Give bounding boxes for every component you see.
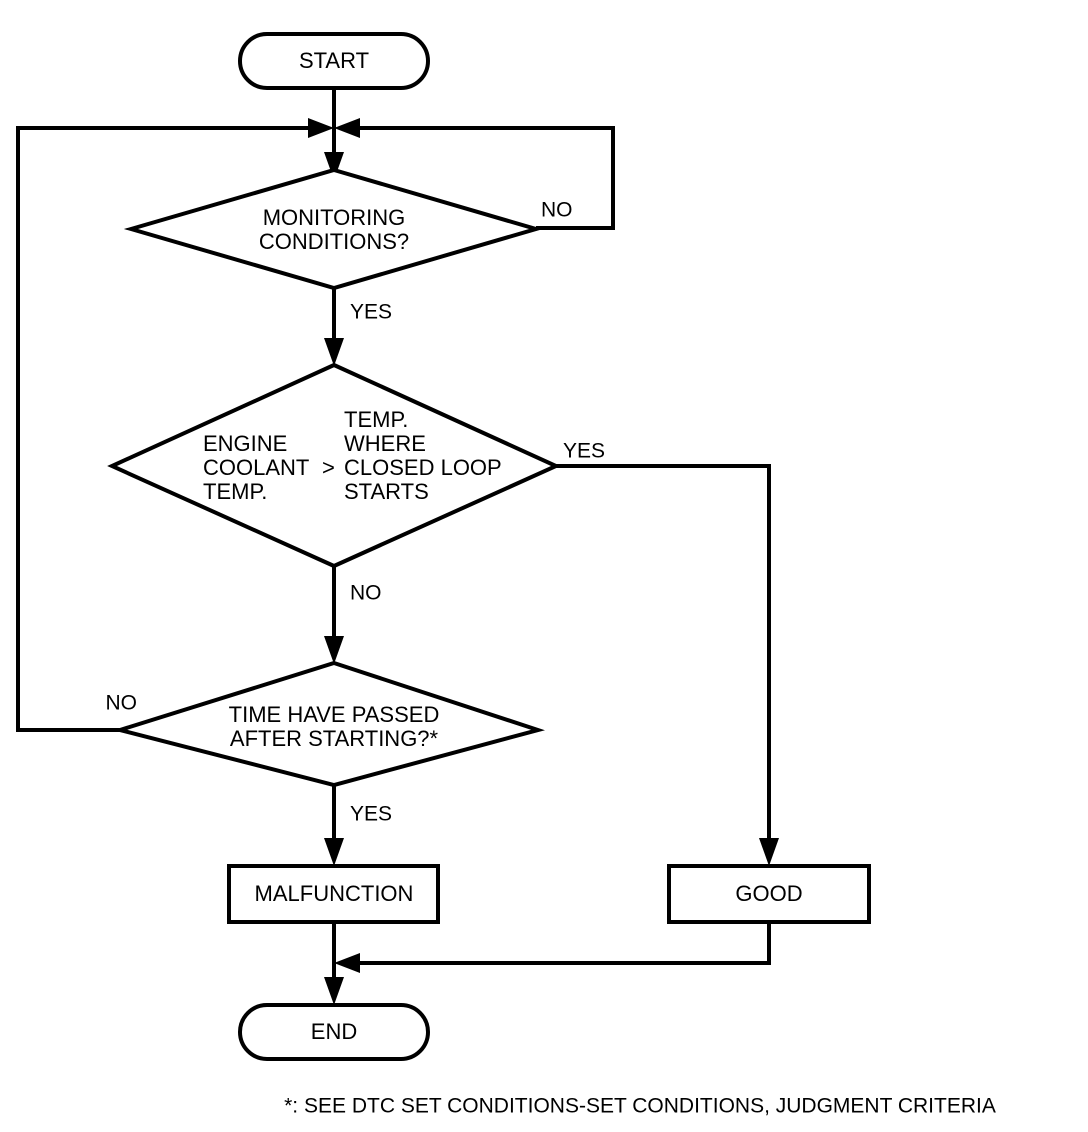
connector-time-yes-to-malfunction [324,785,344,866]
node-decision-coolant-right-line1: TEMP. [344,407,408,432]
connector-malfunction-to-end [324,922,344,1005]
edge-label-time-no: NO [106,692,138,715]
edge-label-coolant-yes: YES [563,440,605,463]
connector-time-no-return-loop [16,118,334,732]
connector-coolant-yes-to-good [556,464,779,866]
connector-junction-to-monitoring [324,128,344,180]
node-decision-coolant-left-line3: TEMP. [203,479,267,504]
footnote: *: SEE DTC SET CONDITIONS-SET CONDITIONS… [284,1095,996,1118]
node-malfunction[interactable]: MALFUNCTION [227,864,440,924]
node-decision-coolant-temp[interactable]: ENGINE COOLANT TEMP. > TEMP. WHERE CLOSE… [107,362,561,569]
node-decision-time-label-line1: TIME HAVE PASSED [229,702,440,727]
node-decision-time-label-line2: AFTER STARTING?* [230,726,439,751]
edge-label-monitoring-no: NO [541,199,573,222]
node-end[interactable]: END [238,1003,430,1061]
node-decision-coolant-right-line2: WHERE [344,431,426,456]
node-good[interactable]: GOOD [667,864,871,924]
node-end-label: END [311,1019,357,1044]
edge-label-time-yes: YES [350,803,392,826]
connector-coolant-no-to-time [324,566,344,664]
connector-good-to-merge [334,922,771,973]
edge-label-coolant-no: NO [350,582,382,605]
node-start[interactable]: START [238,32,430,90]
node-decision-coolant-operator: > [322,455,335,480]
node-malfunction-label: MALFUNCTION [255,881,414,906]
connector-monitoring-yes-to-coolant [324,288,344,366]
edge-label-monitoring-yes: YES [350,301,392,324]
node-decision-time-passed[interactable]: TIME HAVE PASSED AFTER STARTING?* [112,660,545,788]
node-start-label: START [299,48,369,73]
node-decision-coolant-right-line3: CLOSED LOOP [344,455,502,480]
node-decision-coolant-left-line2: COOLANT [203,455,309,480]
node-decision-monitoring-label-line1: MONITORING [263,205,406,230]
connector-monitoring-no-return-loop [334,118,615,230]
node-decision-coolant-right-line4: STARTS [344,479,429,504]
node-good-label: GOOD [735,881,802,906]
node-decision-monitoring-label-line2: CONDITIONS? [259,229,409,254]
node-decision-monitoring[interactable]: MONITORING CONDITIONS? [123,167,544,291]
node-decision-coolant-left-line1: ENGINE [203,431,287,456]
